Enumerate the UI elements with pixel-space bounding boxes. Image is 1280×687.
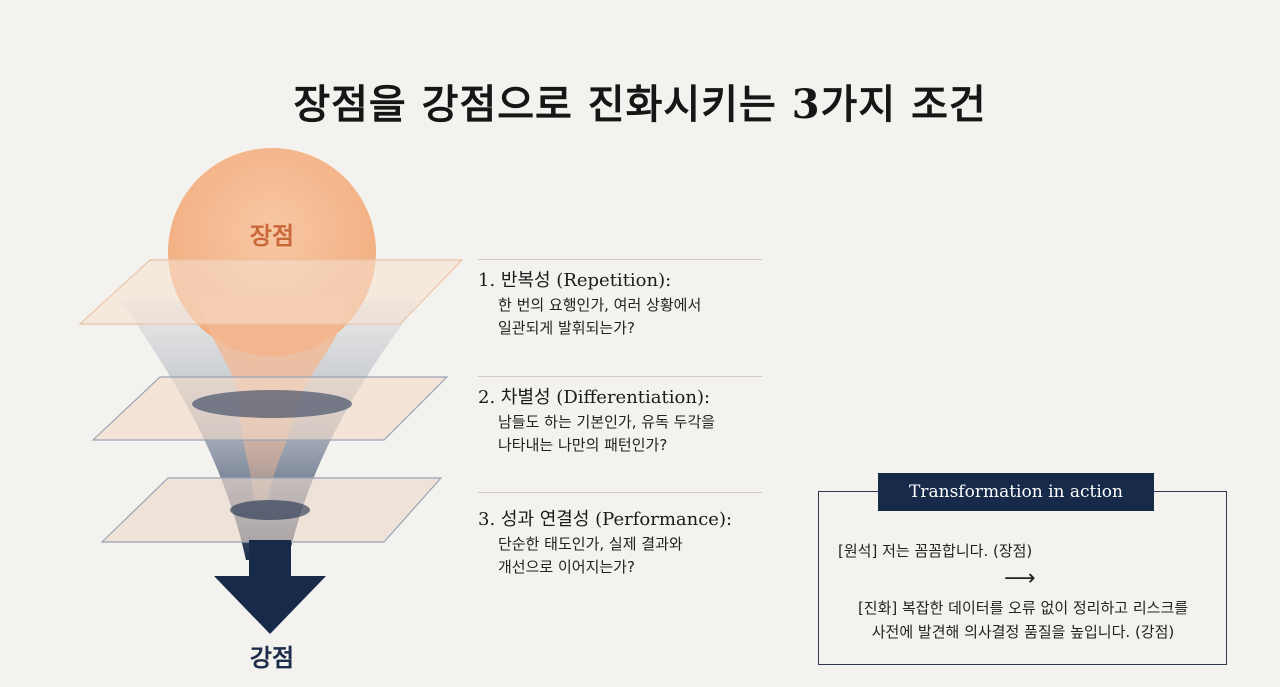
layer-hole-3 (230, 500, 310, 520)
layer-hole-2 (192, 390, 352, 418)
arrow-shaft (249, 540, 291, 580)
condition-line: 일관되게 발휘되는가? (498, 319, 635, 337)
evolved-line: 사전에 발견해 의사결정 품질을 높입니다. (강점) (871, 623, 1175, 641)
divider-3 (478, 492, 762, 493)
condition-line: 나타내는 나만의 패턴인가? (498, 436, 668, 454)
funnel-diagram: 장점 강점 (78, 148, 464, 672)
condition-line: 한 번의 요행인가, 여러 상황에서 (498, 296, 702, 314)
transformation-label: Transformation in action (878, 473, 1154, 511)
condition-text: 한 번의 요행인가, 여러 상황에서 일관되게 발휘되는가? (478, 294, 778, 340)
evolved-statement: [진화] 복잡한 데이터를 오류 없이 정리하고 리스크를 사전에 발견해 의사… (820, 596, 1226, 644)
page-title: 장점을 강점으로 진화시키는 3가지 조건 (293, 81, 987, 128)
divider-1 (478, 259, 762, 260)
layer-plane-1 (78, 259, 464, 325)
condition-line: 남들도 하는 기본인가, 유독 두각을 (498, 413, 716, 431)
down-arrow-icon (214, 576, 326, 634)
condition-line: 개선으로 이어지는가? (498, 558, 635, 576)
condition-text: 남들도 하는 기본인가, 유독 두각을 나타내는 나만의 패턴인가? (478, 411, 778, 457)
right-arrow-icon: ⟶ (1004, 566, 1036, 591)
divider-2 (478, 376, 762, 377)
condition-differentiation: 2. 차별성 (Differentiation): 남들도 하는 기본인가, 유… (478, 383, 778, 457)
condition-heading: 3. 성과 연결성 (Performance): (478, 509, 733, 530)
condition-repetition: 1. 반복성 (Repetition): 한 번의 요행인가, 여러 상황에서 … (478, 266, 778, 340)
evolved-line: [진화] 복잡한 데이터를 오류 없이 정리하고 리스크를 (857, 599, 1189, 617)
condition-heading: 1. 반복성 (Repetition): (478, 270, 672, 291)
top-label: 장점 (250, 222, 294, 250)
original-statement: [원석] 저는 꼼꼼합니다. (장점) (838, 542, 1033, 560)
condition-text: 단순한 태도인가, 실제 결과와 개선으로 이어지는가? (478, 533, 778, 579)
bottom-label: 강점 (250, 644, 294, 672)
condition-heading: 2. 차별성 (Differentiation): (478, 387, 711, 408)
condition-performance: 3. 성과 연결성 (Performance): 단순한 태도인가, 실제 결과… (478, 505, 778, 579)
condition-line: 단순한 태도인가, 실제 결과와 (498, 535, 683, 553)
